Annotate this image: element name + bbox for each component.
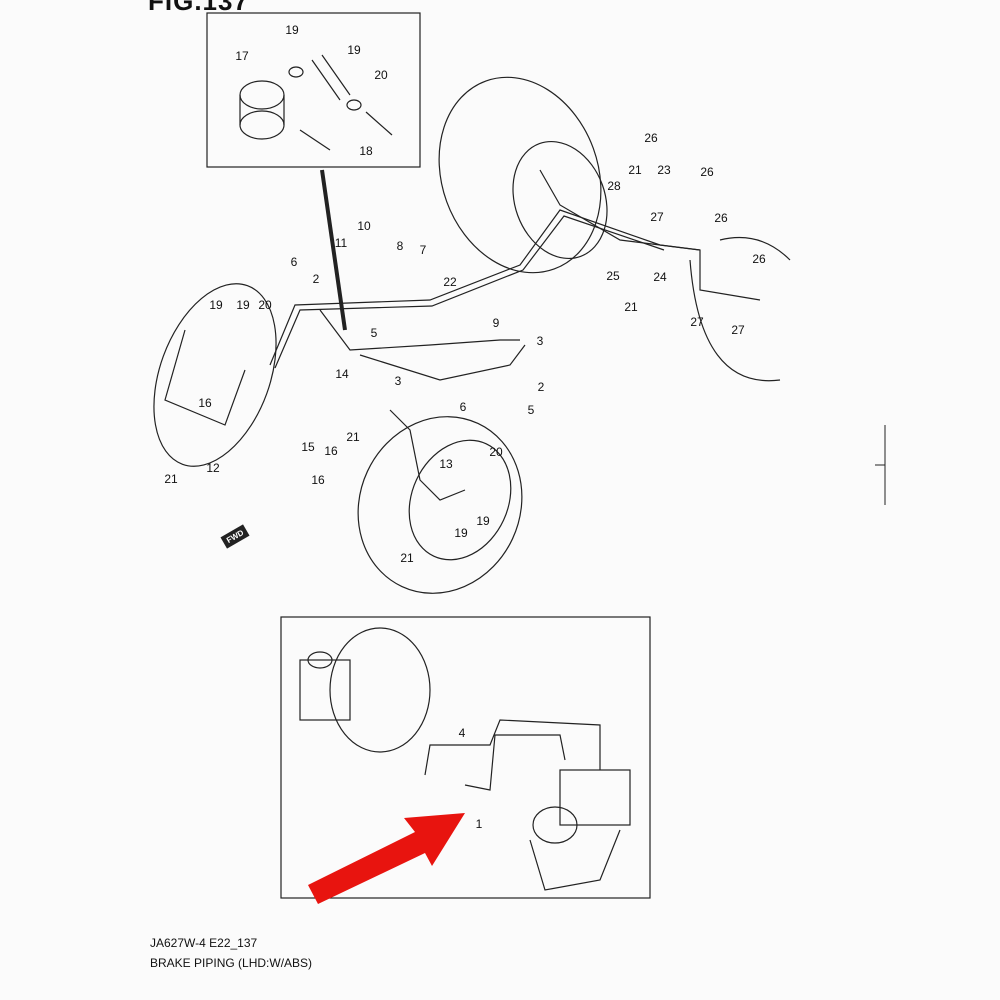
edge-mark xyxy=(875,425,886,505)
callout-part-4: 4 xyxy=(458,726,466,740)
callout-part-22: 22 xyxy=(443,275,457,289)
callout-part-21: 21 xyxy=(624,300,638,314)
callout-part-26: 26 xyxy=(752,252,766,266)
front-left-brake-disc xyxy=(153,283,277,467)
callout-part-10: 10 xyxy=(357,219,371,233)
callout-part-3: 3 xyxy=(536,334,544,348)
callout-part-16: 16 xyxy=(311,473,325,487)
callout-part-27: 27 xyxy=(690,315,704,329)
callout-part-12: 12 xyxy=(206,461,220,475)
callout-part-24: 24 xyxy=(653,270,667,284)
callout-part-27: 27 xyxy=(650,210,664,224)
callout-part-19: 19 xyxy=(347,43,361,57)
callout-part-5: 5 xyxy=(527,403,535,417)
callout-part-16: 16 xyxy=(324,444,338,458)
callout-part-2: 2 xyxy=(312,272,320,286)
callout-part-15: 15 xyxy=(301,440,315,454)
callout-part-19: 19 xyxy=(476,514,490,528)
inset-box-fitting xyxy=(206,12,421,168)
callout-part-9: 9 xyxy=(492,316,500,330)
callout-part-11: 11 xyxy=(334,236,348,250)
callout-part-26: 26 xyxy=(714,211,728,225)
callout-part-6: 6 xyxy=(459,400,467,414)
callout-part-19: 19 xyxy=(454,526,468,540)
rear-wheel xyxy=(438,76,608,274)
callout-part-26: 26 xyxy=(700,165,714,179)
callout-part-5: 5 xyxy=(370,326,378,340)
callout-part-21: 21 xyxy=(346,430,360,444)
callout-part-19: 19 xyxy=(285,23,299,37)
callout-part-21: 21 xyxy=(628,163,642,177)
callout-part-18: 18 xyxy=(359,144,373,158)
callout-part-16: 16 xyxy=(198,396,212,410)
figure-code: JA627W-4 E22_137 xyxy=(150,936,258,950)
callout-part-6: 6 xyxy=(290,255,298,269)
callout-part-8: 8 xyxy=(396,239,404,253)
highlight-arrow xyxy=(308,813,465,904)
caliper-fitting-drawing xyxy=(239,54,393,151)
callout-part-7: 7 xyxy=(419,243,427,257)
front-right-wheel xyxy=(357,416,523,594)
callout-part-26: 26 xyxy=(644,131,658,145)
callout-part-19: 19 xyxy=(236,298,250,312)
callout-part-3: 3 xyxy=(394,374,402,388)
callout-part-21: 21 xyxy=(400,551,414,565)
callout-part-25: 25 xyxy=(606,269,620,283)
abs-pipes xyxy=(424,719,601,791)
master-cylinder-booster xyxy=(299,627,431,753)
callout-part-20: 20 xyxy=(374,68,388,82)
brake-pipes xyxy=(164,169,761,501)
inset-box-abs xyxy=(280,616,651,899)
callout-part-28: 28 xyxy=(607,179,621,193)
callout-part-14: 14 xyxy=(335,367,349,381)
callout-part-17: 17 xyxy=(235,49,249,63)
callout-part-2: 2 xyxy=(537,380,545,394)
abs-hydraulic-unit xyxy=(529,769,631,891)
callout-part-20: 20 xyxy=(258,298,272,312)
figure-title: FIG.137 xyxy=(148,0,249,16)
inset-pointer-line xyxy=(320,169,347,331)
callout-part-21: 21 xyxy=(164,472,178,486)
callout-part-27: 27 xyxy=(731,323,745,337)
callout-part-23: 23 xyxy=(657,163,671,177)
callout-part-19: 19 xyxy=(209,298,223,312)
callout-part-13: 13 xyxy=(439,457,453,471)
figure-name: BRAKE PIPING (LHD:W/ABS) xyxy=(150,956,313,970)
rear-wheel-right xyxy=(689,236,791,382)
callout-part-20: 20 xyxy=(489,445,503,459)
callout-part-1: 1 xyxy=(475,817,483,831)
